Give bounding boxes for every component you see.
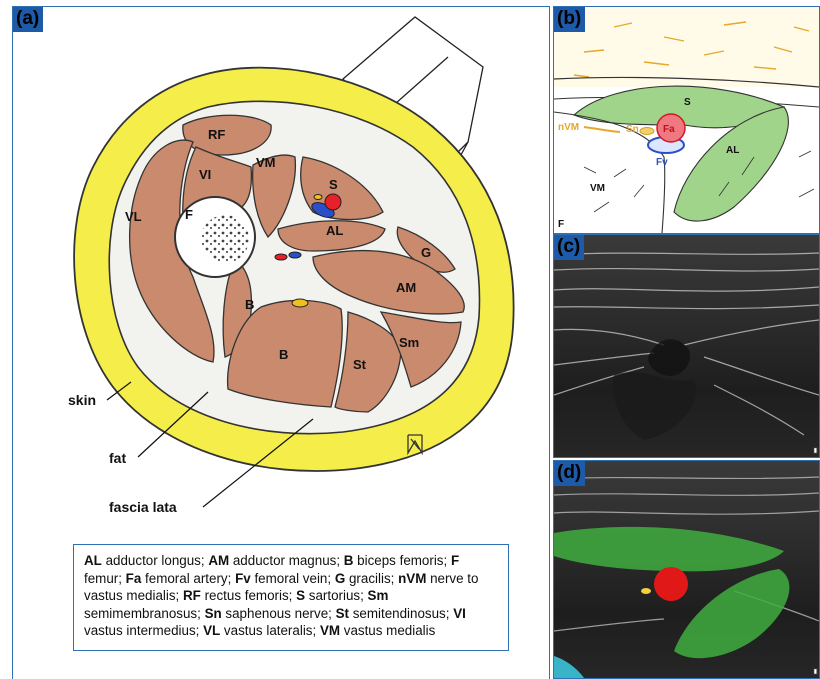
legend-abbr: St [336,606,349,621]
b-label-AL: AL [726,145,739,156]
label-VL: VL [125,209,142,224]
legend-abbr: nVM [398,571,426,586]
scale-marker-d: ▮ [813,668,818,675]
b-label-S: S [684,97,691,108]
panel-a-cross-section: (a) [12,6,550,679]
legend-name: vastus lateralis; [220,623,320,638]
schematic-saphenous-nerve [640,128,654,135]
legend-abbr: G [335,571,345,586]
deep-vessels-vein [289,252,301,258]
label-F: F [185,207,193,222]
legend-name: gracilis; [345,571,398,586]
legend-name: adductor magnus; [229,553,344,568]
b-label-Sn: Sn [626,124,639,135]
legend-entry: AL adductor longus; [84,553,208,568]
panel-a-label: (a) [13,7,43,32]
legend-name: saphenous nerve; [222,606,336,621]
legend-name: vastus medialis [340,623,435,638]
legend-abbr: Sm [368,588,389,603]
deep-vessels [275,254,287,260]
femoral-artery-a [325,194,341,210]
legend-entry: RF rectus femoris; [183,588,296,603]
panel-d-ultrasound-annotated: (d) ▮ [553,460,820,679]
legend-name: adductor longus; [102,553,208,568]
ultrasound-image [554,235,819,457]
panel-c-label: (c) [554,235,584,260]
overlay-adductor-longus [674,569,789,658]
label-AM: AM [396,280,416,295]
legend-name: biceps femoris; [353,553,451,568]
b-label-nVM: nVM [558,122,579,133]
legend-abbr: VI [453,606,466,621]
label-Sm: Sm [399,335,419,350]
legend-entry: Fv femoral vein; [235,571,335,586]
sciatic-nerve [292,299,308,307]
legend-name: sartorius; [305,588,368,603]
legend-name: semimembranosus; [84,606,205,621]
panel-b-label: (b) [554,7,585,32]
overlay-bone-corner [554,656,584,678]
legend-name: rectus femoris; [201,588,296,603]
legend-abbr: AM [208,553,229,568]
legend-entry: VM vastus medialis [320,623,435,638]
legend-entry: Fa femoral artery; [126,571,235,586]
annotated-ultrasound [554,461,819,678]
legend-entry: VL vastus lateralis; [203,623,320,638]
legend-abbr: VM [320,623,340,638]
saphenous-nerve-a [314,195,322,200]
b-label-Fv: Fv [656,157,668,168]
legend-abbr: AL [84,553,102,568]
label-VM: VM [256,155,276,170]
label-VI: VI [199,167,211,182]
legend-entry: Sn saphenous nerve; [205,606,336,621]
legend-abbr: Fa [126,571,142,586]
overlay-femoral-artery [654,567,688,601]
legend-name: femoral vein; [251,571,335,586]
legend-abbr: Fv [235,571,251,586]
label-S: S [329,177,338,192]
label-RF: RF [208,127,225,142]
label-AL: AL [326,223,343,238]
legend-entry: G gracilis; [335,571,398,586]
label-St: St [353,357,367,372]
schematic-drawing: S nVM Sn Fa Fv AL VM F [554,7,819,233]
label-skin: skin [68,392,96,408]
legend-name: femoral artery; [141,571,235,586]
legend-abbr: B [344,553,354,568]
legend-box: AL adductor longus; AM adductor magnus; … [73,544,509,651]
label-fat: fat [109,450,126,466]
scale-marker: ▮ [813,447,818,454]
label-B-short: B [245,297,254,312]
overlay-saphenous-nerve [641,588,651,594]
panel-d-label: (d) [554,461,585,486]
legend-name: femur; [84,571,126,586]
label-fascia-lata: fascia lata [109,499,177,515]
legend-abbr: RF [183,588,201,603]
legend-abbr: S [296,588,305,603]
legend-abbr: F [451,553,459,568]
schematic-nvm [584,127,620,132]
b-label-F: F [558,219,564,230]
panel-b-schematic: (b) S nVM Sn Fa Fv AL VM F [553,6,820,234]
overlay-sartorius [554,527,784,571]
legend-entry: B biceps femoris; [344,553,451,568]
legend-abbr: VL [203,623,220,638]
panel-c-ultrasound: (c) ▮ [553,234,820,458]
legend-entry: S sartorius; [296,588,367,603]
legend-name: vastus intermedius; [84,623,203,638]
b-label-Fa: Fa [663,124,675,135]
legend-entry: AM adductor magnus; [208,553,343,568]
label-G: G [421,245,431,260]
label-B-long: B [279,347,288,362]
legend-name: semitendinosus; [349,606,453,621]
legend-abbr: Sn [205,606,222,621]
legend-entry: St semitendinosus; [336,606,454,621]
b-label-VM: VM [590,183,605,194]
